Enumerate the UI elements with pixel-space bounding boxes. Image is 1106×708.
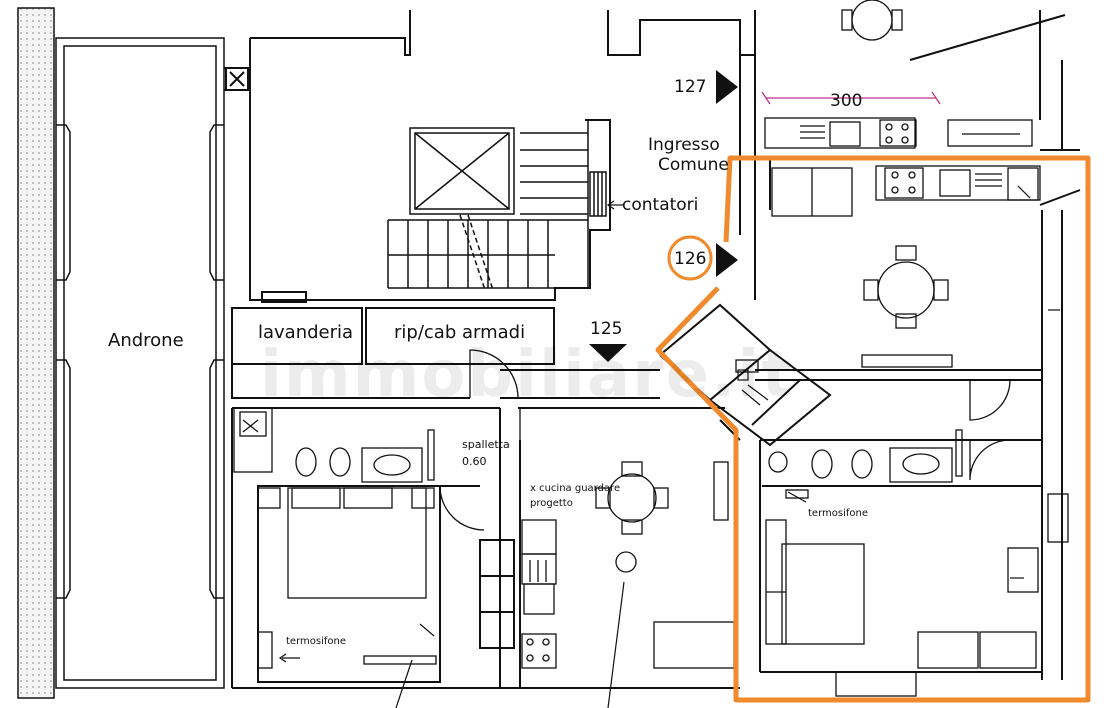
unit-127-label: 127 [674, 77, 706, 97]
exterior-wall-hatched [17, 7, 55, 699]
termosifone-left-label: termosifone [286, 636, 346, 647]
androne-label: Androne [108, 330, 184, 351]
dimension-300 [761, 91, 941, 105]
unit-126-label: 126 [674, 249, 706, 269]
unit-125-marker [589, 344, 627, 362]
hallway-fixtures [737, 369, 769, 406]
cucina-note-line2: progetto [530, 498, 573, 509]
unit-127-marker [716, 70, 738, 104]
meters-box [589, 171, 607, 217]
unit-126-highlight[interactable] [655, 155, 1091, 703]
contatori-label: contatori [622, 195, 698, 215]
bedroom-right [735, 359, 1069, 697]
doors [439, 349, 1011, 531]
androne-area [55, 37, 225, 689]
comune-label: Comune [658, 155, 729, 175]
termosifone-right-label: termosifone [808, 508, 868, 519]
bathroom-small [233, 407, 273, 473]
kitchen-upper [764, 0, 1033, 149]
watermark: immobiliare.it [260, 338, 794, 412]
walls [224, 10, 1081, 689]
unit-125-label: 125 [590, 319, 622, 339]
unit-126-marker [716, 243, 738, 277]
ingresso-label: Ingresso [648, 135, 720, 155]
pointer-lines [395, 581, 625, 708]
cucina-note-line1: x cucina guardare [530, 483, 620, 494]
rip-cab-armadi-label: rip/cab armadi [394, 322, 525, 343]
lavanderia-label: lavanderia [258, 322, 353, 343]
spalletta-value: 0.60 [462, 455, 487, 468]
dimension-300-label: 300 [830, 91, 862, 111]
staircase [387, 120, 589, 291]
central-kitchen [521, 461, 735, 669]
bedroom-left [257, 429, 437, 669]
kitchen-highlighted [771, 165, 1041, 368]
unit-126-circle [667, 235, 713, 281]
spalletta-label: spalletta [462, 438, 510, 451]
radiator-arrows [278, 185, 1060, 663]
